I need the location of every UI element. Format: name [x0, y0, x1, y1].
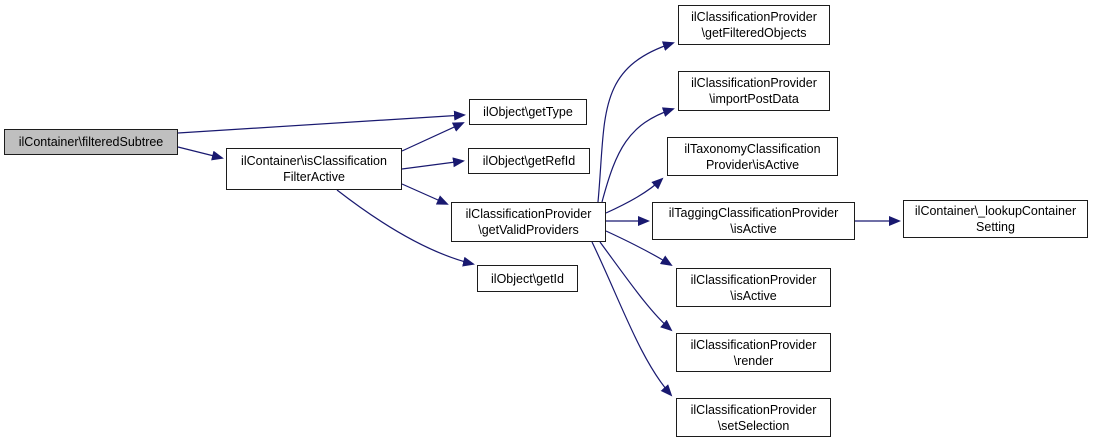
graph-node-lookup-container-setting[interactable]: ilContainer\_lookupContainer Setting	[903, 200, 1088, 238]
graph-node-label: ilTaxonomyClassification Provider\isActi…	[684, 141, 821, 172]
graph-node-label: ilObject\getRefId	[482, 154, 576, 168]
graph-node-label: ilClassificationProvider \render	[690, 337, 817, 368]
graph-node-label: ilTaggingClassificationProvider \isActiv…	[668, 206, 839, 236]
edge-is-classification-filter-active-to-get-type	[401, 122, 465, 152]
graph-node-get-ref-id[interactable]: ilObject\getRefId	[468, 148, 590, 174]
edge-filtered-subtree-to-get-type	[177, 110, 466, 134]
graph-node-get-filtered-objects[interactable]: ilClassificationProvider \getFilteredObj…	[678, 5, 830, 45]
edge-get-valid-providers-to-set-selection	[591, 241, 673, 397]
edge-get-valid-providers-to-import-post-data	[601, 107, 675, 203]
graph-node-is-classification-filter-active[interactable]: ilContainer\isClassification FilterActiv…	[226, 148, 402, 190]
edge-get-valid-providers-to-taxonomy-is-active	[605, 177, 664, 214]
graph-node-render[interactable]: ilClassificationProvider \render	[676, 333, 831, 372]
graph-node-label: ilObject\getType	[483, 105, 573, 119]
graph-node-set-selection[interactable]: ilClassificationProvider \setSelection	[676, 398, 831, 437]
edge-filtered-subtree-to-is-classification-filter-active	[177, 146, 224, 161]
graph-node-label: ilClassificationProvider \importPostData	[691, 76, 817, 106]
graph-node-label: ilContainer\filteredSubtree	[18, 135, 164, 149]
edge-is-classification-filter-active-to-get-ref-id	[401, 157, 465, 170]
graph-node-get-type[interactable]: ilObject\getType	[469, 99, 587, 125]
graph-node-import-post-data[interactable]: ilClassificationProvider \importPostData	[678, 71, 830, 111]
edge-get-valid-providers-to-get-filtered-objects	[597, 41, 675, 203]
graph-node-label: ilContainer\_lookupContainer Setting	[914, 204, 1077, 234]
graph-node-label: ilClassificationProvider \getFilteredObj…	[691, 10, 817, 40]
edge-get-valid-providers-to-provider-is-active	[605, 230, 673, 267]
graph-node-label: ilClassificationProvider \setSelection	[690, 402, 817, 433]
edge-get-valid-providers-to-render	[599, 241, 673, 332]
graph-node-taxonomy-is-active[interactable]: ilTaxonomyClassification Provider\isActi…	[667, 137, 838, 176]
graph-node-get-id[interactable]: ilObject\getId	[477, 265, 578, 292]
graph-node-label: ilContainer\isClassification FilterActiv…	[241, 154, 387, 184]
edge-is-classification-filter-active-to-get-valid-providers	[401, 183, 449, 205]
graph-node-filtered-subtree[interactable]: ilContainer\filteredSubtree	[4, 129, 178, 155]
graph-node-label: ilObject\getId	[491, 271, 564, 286]
graph-node-provider-is-active[interactable]: ilClassificationProvider \isActive	[676, 268, 831, 307]
graph-node-get-valid-providers[interactable]: ilClassificationProvider \getValidProvid…	[451, 202, 606, 242]
graph-node-label: ilClassificationProvider \isActive	[690, 272, 817, 303]
edge-is-classification-filter-active-to-get-id	[336, 189, 475, 267]
graph-node-label: ilClassificationProvider \getValidProvid…	[465, 207, 592, 237]
graph-node-tagging-is-active[interactable]: ilTaggingClassificationProvider \isActiv…	[652, 202, 855, 240]
